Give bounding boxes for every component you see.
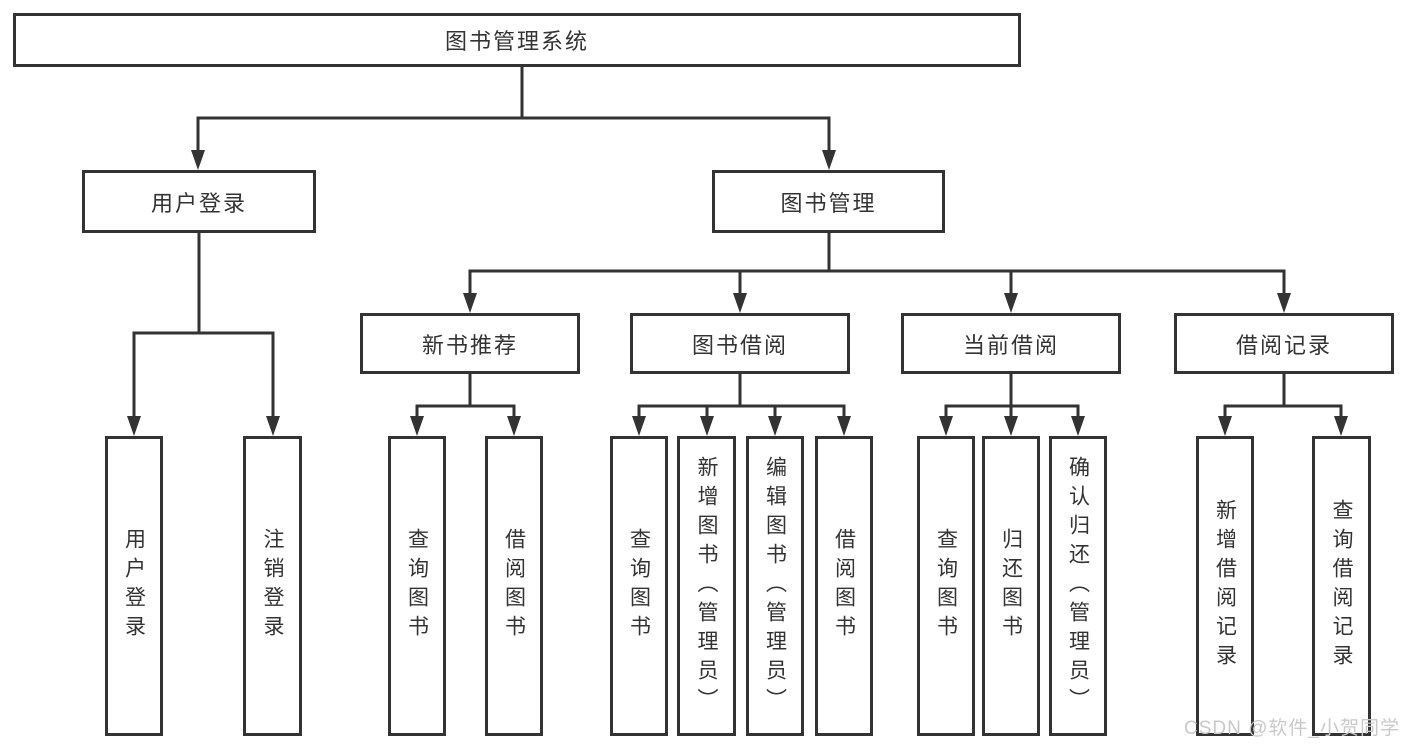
leaf-query-borrow-record-label: 查询借阅记录: [1330, 499, 1353, 673]
node-current-borrow-label: 当前借阅: [962, 332, 1059, 358]
node-book-management: 图书管理: [712, 170, 945, 233]
connector-book-management: [463, 231, 1291, 313]
leaf-borrow-book-label: 借阅图书: [832, 528, 856, 644]
leaf-confirm-return-admin-label: 确认归还（管理员）: [1066, 455, 1090, 717]
connector-user-login: [127, 231, 280, 436]
connector-root: [191, 65, 836, 170]
leaf-confirm-return-admin: 确认归还（管理员）: [1049, 436, 1107, 736]
leaf-add-book-admin-label: 新增图书（管理员）: [695, 455, 718, 717]
leaf-current-query-book: 查询图书: [917, 436, 975, 736]
node-book-management-label: 图书管理: [780, 190, 877, 216]
connector-book-borrow: [632, 372, 851, 436]
leaf-return-book-label: 归还图书: [999, 528, 1023, 644]
node-new-book-recommend-label: 新书推荐: [421, 332, 518, 358]
leaf-return-book: 归还图书: [982, 436, 1040, 736]
leaf-borrow-query-book: 查询图书: [610, 436, 668, 736]
leaf-edit-book-admin: 编辑图书（管理员）: [746, 436, 804, 736]
leaf-logout: 注销登录: [243, 436, 302, 736]
leaf-recommend-borrow-book: 借阅图书: [485, 436, 543, 736]
root-node: 图书管理系统: [13, 13, 1021, 67]
leaf-recommend-query-book-label: 查询图书: [405, 528, 429, 644]
leaf-recommend-borrow-book-label: 借阅图书: [502, 528, 526, 644]
leaf-add-book-admin: 新增图书（管理员）: [677, 436, 736, 736]
node-new-book-recommend: 新书推荐: [360, 313, 580, 374]
node-borrow-records-label: 借阅记录: [1235, 332, 1332, 358]
leaf-edit-book-admin-label: 编辑图书（管理员）: [763, 455, 787, 717]
node-book-borrow: 图书借阅: [630, 313, 850, 374]
leaf-recommend-query-book: 查询图书: [388, 436, 446, 736]
leaf-current-query-book-label: 查询图书: [934, 528, 958, 644]
connector-current-borrow: [939, 372, 1085, 436]
leaf-logout-label: 注销登录: [261, 528, 284, 644]
node-user-login-label: 用户登录: [150, 190, 247, 216]
node-book-borrow-label: 图书借阅: [691, 332, 788, 358]
connector-borrow-records: [1218, 372, 1348, 436]
node-current-borrow: 当前借阅: [901, 313, 1121, 374]
connector-new-book-recommend: [410, 372, 521, 436]
leaf-user-login: 用户登录: [105, 436, 163, 736]
leaf-borrow-book: 借阅图书: [815, 436, 873, 736]
leaf-user-login-label: 用户登录: [122, 528, 146, 644]
node-borrow-records: 借阅记录: [1174, 313, 1394, 374]
leaf-add-borrow-record: 新增借阅记录: [1196, 436, 1254, 736]
node-user-login: 用户登录: [82, 170, 316, 233]
root-node-label: 图书管理系统: [444, 29, 589, 54]
leaf-query-borrow-record: 查询借阅记录: [1312, 436, 1371, 736]
leaf-add-borrow-record-label: 新增借阅记录: [1213, 499, 1237, 673]
leaf-borrow-query-book-label: 查询图书: [627, 528, 651, 644]
csdn-watermark: CSDN @软件_小贺同学: [1184, 718, 1400, 739]
